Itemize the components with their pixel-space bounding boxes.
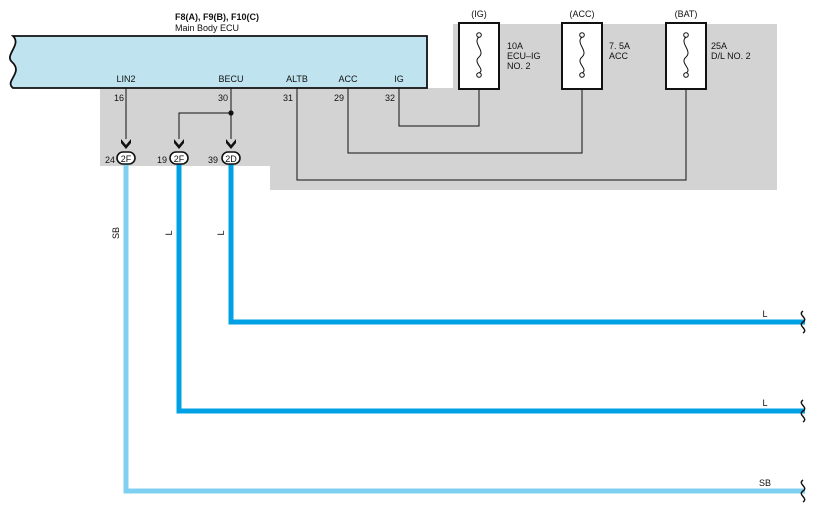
junction-pin-19: 19 bbox=[157, 155, 167, 165]
junction-connectors: 24 2F 19 2F 39 2D bbox=[105, 151, 241, 165]
pin-signal-altb: ALTB bbox=[286, 74, 308, 84]
ecu-connector-ids: F8(A), F9(B), F10(C) bbox=[175, 12, 259, 22]
wire-color-code-sb-right: SB bbox=[759, 478, 771, 488]
wire-sb bbox=[123, 160, 805, 494]
terminal-arrow-19 bbox=[174, 139, 184, 149]
splice-point bbox=[228, 110, 234, 116]
wire-color-code-l-right-b: L bbox=[762, 398, 767, 408]
wire-color-code-l-vertical-a: L bbox=[164, 230, 174, 235]
wire-color-code-l-right-a: L bbox=[762, 309, 767, 319]
wire-color-code-sb-vertical: SB bbox=[111, 227, 121, 239]
wire-altb bbox=[296, 75, 687, 181]
wire-ig bbox=[398, 75, 480, 127]
main-body-ecu: F8(A), F9(B), F10(C) Main Body ECU LIN2 … bbox=[9, 12, 428, 103]
internal-wires bbox=[125, 75, 687, 181]
wire-acc bbox=[347, 75, 583, 154]
pin-number-32: 32 bbox=[385, 93, 395, 103]
wire-l-19 bbox=[176, 160, 805, 414]
pin-signal-ig: IG bbox=[394, 74, 404, 84]
junction-block-area bbox=[100, 24, 777, 190]
junction-pin-24: 24 bbox=[105, 155, 115, 165]
pin-signal-lin2: LIN2 bbox=[116, 74, 135, 84]
pin-signal-acc: ACC bbox=[338, 74, 358, 84]
junction-connector-oval-2f-b bbox=[169, 151, 189, 165]
pin-number-30: 30 bbox=[218, 93, 228, 103]
pin-number-29: 29 bbox=[334, 93, 344, 103]
fuse-ig-element bbox=[476, 36, 482, 74]
junction-connector-2f-a: 2F bbox=[121, 154, 132, 164]
fuse-ig: (IG) 10A ECU–IG NO. 2 bbox=[458, 9, 541, 90]
pin-number-31: 31 bbox=[283, 93, 293, 103]
fuse-acc-name: ACC bbox=[609, 51, 629, 61]
fuse-bat-element bbox=[683, 36, 689, 74]
continuation-bracket bbox=[800, 310, 806, 334]
terminal-arrows bbox=[121, 139, 236, 149]
fuse-bat-name: D/L NO. 2 bbox=[711, 51, 751, 61]
pin-signal-becu: BECU bbox=[218, 74, 243, 84]
fuse-ig-name-2: NO. 2 bbox=[507, 61, 531, 71]
harness-wires bbox=[123, 160, 805, 494]
fuse-ig-circuit: (IG) bbox=[471, 9, 487, 19]
junction-connector-2d: 2D bbox=[225, 154, 237, 164]
continuation-bracket bbox=[800, 399, 806, 423]
junction-pin-39: 39 bbox=[208, 155, 218, 165]
junction-connector-oval-2f-a bbox=[116, 151, 136, 165]
continuation-marks bbox=[800, 310, 806, 503]
junction-connector-oval-2d bbox=[221, 151, 241, 165]
pin-number-16: 16 bbox=[114, 93, 124, 103]
continuation-bracket bbox=[800, 479, 806, 503]
ecu-body bbox=[9, 35, 428, 89]
fuse-acc-circuit: (ACC) bbox=[570, 9, 595, 19]
terminal-arrow-24 bbox=[121, 139, 131, 149]
wire-becu-branch bbox=[178, 112, 231, 139]
fuse-ig-name: ECU–IG bbox=[507, 51, 541, 61]
terminal-arrow-39 bbox=[226, 139, 236, 149]
fuse-acc-rating: 7. 5A bbox=[609, 41, 630, 51]
fuse-bat-circuit: (BAT) bbox=[675, 9, 698, 19]
junction-connector-2f-b: 2F bbox=[174, 154, 185, 164]
wire-l-39 bbox=[228, 160, 805, 325]
ecu-name: Main Body ECU bbox=[175, 23, 239, 33]
wire-color-code-l-vertical-b: L bbox=[216, 230, 226, 235]
fuse-bat-rating: 25A bbox=[711, 41, 727, 51]
fuse-acc-element bbox=[579, 36, 585, 74]
fuse-ig-rating: 10A bbox=[507, 41, 523, 51]
fuse-bat: (BAT) 25A D/L NO. 2 bbox=[665, 9, 751, 90]
fuse-acc: (ACC) 7. 5A ACC bbox=[561, 9, 630, 90]
